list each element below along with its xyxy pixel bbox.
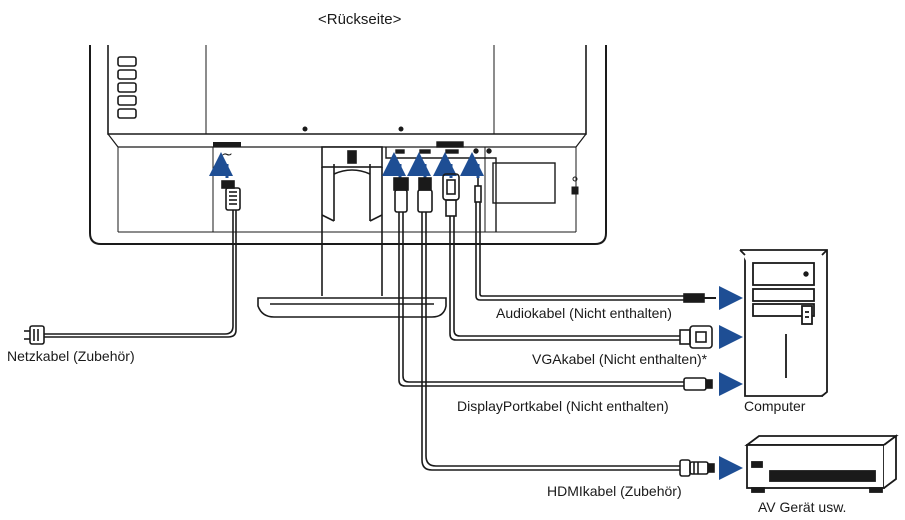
computer-label: Computer [744,398,806,414]
port-panel [385,141,556,232]
audio-cable-label: Audiokabel (Nicht enthalten) [496,305,672,321]
displayport-cable [393,177,713,391]
power-inlet-port [213,142,241,147]
osd-buttons [117,56,137,119]
vga-cable-label: VGAkabel (Nicht enthalten)* [532,351,708,367]
av-device-icon [744,434,899,493]
vesa-screw-hole [302,126,308,132]
hdmi-cable-label: HDMIkabel (Zubehör) [547,483,682,499]
power-cable-label: Netzkabel (Zubehör) [7,348,135,364]
monitor-back [89,45,607,245]
kensington-lock-icon [571,176,579,195]
av-device-label: AV Gerät usw. [758,499,847,515]
power-symbol-icon: ~ [221,147,233,163]
hdmi-cable [417,177,715,477]
power-cable [24,180,241,345]
vga-cable [442,173,713,349]
computer-icon [739,249,828,397]
audio-cable [474,178,716,303]
vesa-screw-hole [398,126,404,132]
diagram-title: <Rückseite> [318,11,402,28]
displayport-cable-label: DisplayPortkabel (Nicht enthalten) [457,398,669,414]
